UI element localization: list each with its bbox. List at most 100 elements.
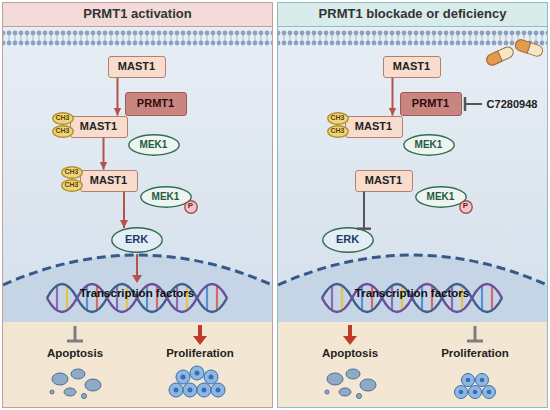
ellipse-text-holder: MEK1 <box>415 186 467 208</box>
pathway-label: Transcription factors <box>355 287 469 300</box>
apoptotic-bodies <box>50 369 101 399</box>
ellipse-shape <box>61 179 81 190</box>
ellipse-shape <box>111 227 161 251</box>
node-label: ERK <box>125 233 148 245</box>
ellipse-text-holder: ERK <box>322 227 374 253</box>
kinase-ellipse: ERK <box>111 227 163 253</box>
proliferating-cells <box>169 366 225 397</box>
enzyme-box: PRMT1 <box>400 92 462 116</box>
node-label: CH3 <box>55 114 69 122</box>
ellipse-shape <box>327 125 347 136</box>
protein-box: MAST1 <box>108 56 166 78</box>
ellipse-shape <box>415 186 465 206</box>
kinase-ellipse: MEK1 <box>128 134 180 156</box>
phenotype-label: Proliferation <box>166 347 234 360</box>
ellipse-text-holder: CH3 <box>52 112 74 125</box>
node-label: MAST1 <box>365 174 402 186</box>
inhibition-bar <box>467 326 483 341</box>
ellipse-text-holder: CH3 <box>327 125 349 138</box>
erk-to-nucleus-arrow <box>132 254 142 283</box>
enzyme-box: PRMT1 <box>125 92 187 116</box>
node-label: CH3 <box>330 127 344 135</box>
ellipse-text-holder: CH3 <box>61 179 83 192</box>
cell-illustration <box>277 26 548 407</box>
node-label: ERK <box>336 233 359 245</box>
proliferating-cells <box>455 374 496 399</box>
ellipse-text-holder: MEK1 <box>140 186 192 208</box>
activation-arrow <box>343 325 357 345</box>
node-label: MEK1 <box>152 191 180 202</box>
inhibition-connector <box>363 192 365 230</box>
ellipse-text-holder: P <box>459 200 473 214</box>
apoptotic-bodies <box>325 369 376 399</box>
methyl-group: CH3 <box>61 179 83 192</box>
ellipse-shape <box>459 200 471 212</box>
ellipse-text-holder: CH3 <box>52 125 74 138</box>
node-label: MEK1 <box>415 139 443 150</box>
node-label: CH3 <box>55 127 69 135</box>
methyl-group: CH3 <box>327 125 349 138</box>
activation-arrow <box>392 78 394 116</box>
inhibition-bar <box>67 326 83 341</box>
kinase-ellipse: MEK1 <box>140 186 192 208</box>
activation-arrow <box>103 138 105 170</box>
protein-box: MAST1 <box>70 116 128 138</box>
phosphate-circle: P <box>184 200 198 214</box>
protein-box: MAST1 <box>355 170 413 192</box>
kinase-ellipse: ERK <box>322 227 374 253</box>
node-label: MAST1 <box>118 60 155 72</box>
panel-heading: PRMT1 blockade or deficiency <box>319 7 507 21</box>
ellipse-shape <box>128 134 178 154</box>
methyl-group: CH3 <box>61 166 83 179</box>
cell-illustration <box>2 26 273 407</box>
ellipse-shape <box>140 186 190 206</box>
ellipse-shape <box>52 112 72 123</box>
node-label: PRMT1 <box>412 97 449 109</box>
phenotype-label: Apoptosis <box>322 347 378 360</box>
node-label: MEK1 <box>140 139 168 150</box>
ellipse-shape <box>52 125 72 136</box>
panel-heading: PRMT1 activation <box>83 7 191 21</box>
node-label: PRMT1 <box>137 97 174 109</box>
drug-inhibition-bar <box>465 97 482 111</box>
node-label: MAST1 <box>90 174 127 186</box>
activation-arrow <box>123 192 125 229</box>
pathway-label: Transcription factors <box>80 287 194 300</box>
node-label: CH3 <box>330 114 344 122</box>
node-label: CH3 <box>64 181 78 189</box>
ellipse-shape <box>322 227 372 251</box>
panel-heading-band: PRMT1 activation <box>3 3 272 27</box>
ellipse-shape <box>327 112 347 123</box>
ellipse-shape <box>403 134 453 154</box>
node-label: MEK1 <box>427 191 455 202</box>
phenotype-label: Proliferation <box>441 347 509 360</box>
ellipse-text-holder: ERK <box>111 227 163 253</box>
ellipse-text-holder: CH3 <box>327 112 349 125</box>
kinase-ellipse: MEK1 <box>415 186 467 208</box>
protein-box: MAST1 <box>383 56 441 78</box>
kinase-ellipse: MEK1 <box>403 134 455 156</box>
phosphate-circle: P <box>459 200 473 214</box>
ellipse-shape <box>61 166 81 177</box>
ellipse-text-holder: CH3 <box>61 166 83 179</box>
methyl-group: CH3 <box>327 112 349 125</box>
ellipse-text-holder: MEK1 <box>403 134 455 156</box>
node-label: P <box>188 202 193 211</box>
ellipse-shape <box>184 200 196 212</box>
ellipse-text-holder: MEK1 <box>128 134 180 156</box>
drug-pill <box>514 38 544 57</box>
node-label: MAST1 <box>355 120 392 132</box>
drug-pill <box>485 45 515 67</box>
activation-arrow <box>117 78 119 116</box>
panel-heading-band: PRMT1 blockade or deficiency <box>278 3 547 27</box>
activation-arrow <box>193 325 207 345</box>
drug-label: C7280948 <box>487 98 538 110</box>
methyl-group: CH3 <box>52 125 74 138</box>
phenotype-label: Apoptosis <box>47 347 103 360</box>
node-label: MAST1 <box>393 60 430 72</box>
protein-box: MAST1 <box>80 170 138 192</box>
protein-box: MAST1 <box>345 116 403 138</box>
node-label: P <box>463 202 468 211</box>
